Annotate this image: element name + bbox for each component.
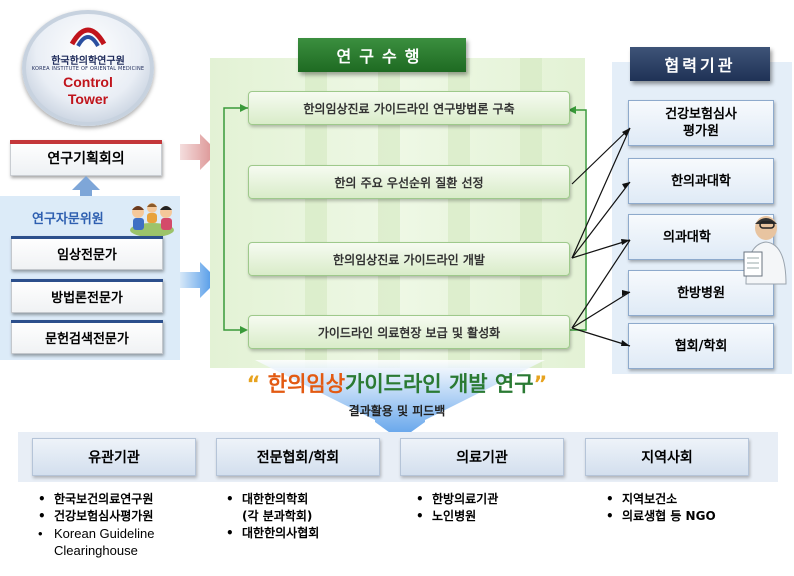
partner-connectors (571, 127, 631, 347)
research-step-1: 한의임상진료 가이드라인 연구방법론 구축 (248, 91, 570, 125)
research-step-4: 가이드라인 의료현장 보급 및 활성화 (248, 315, 570, 349)
list-item: 건강보험심사평가원 (36, 508, 154, 525)
category-medical-institutions: 의료기관 (400, 438, 564, 476)
flow-arrow-icon (180, 262, 218, 298)
title-quote-open: “ (246, 372, 268, 396)
partner-box-association: 협회/학회 (628, 323, 774, 369)
expert-box-methodology: 방법론전문가 (11, 279, 163, 313)
category-community: 지역사회 (585, 438, 749, 476)
list-item: Korean Guideline (36, 525, 154, 542)
list-item: 대한한의사협회 (224, 525, 319, 542)
list-item: 한국보건의료연구원 (36, 491, 154, 508)
research-step-2: 한의 주요 우선순위 질환 선정 (248, 165, 570, 199)
title-quote-close: ” (533, 372, 548, 396)
partner-box-oriental-college: 한의과대학 (628, 158, 774, 204)
list-related-orgs: 한국보건의료연구원 건강보험심사평가원 Korean Guideline Cle… (36, 491, 154, 559)
list-medical-institutions: 한방의료기관 노인병원 (414, 491, 498, 525)
research-step-3: 한의임상진료 가이드라인 개발 (248, 242, 570, 276)
main-title: “ 한의임상가이드라인 개발 연구” (150, 368, 644, 398)
title-part-2: 임상 (306, 372, 346, 396)
control-tower-label-1: Control (63, 74, 113, 90)
list-item: 지역보건소 (604, 491, 716, 508)
title-part-1: 한의 (267, 372, 307, 396)
flow-arrow-icon (180, 134, 218, 170)
partner-box-medical-college: 의과대학 (628, 214, 774, 260)
list-community: 지역보건소 의료생협 등 NGO (604, 491, 716, 525)
expert-box-clinical: 임상전문가 (11, 236, 163, 270)
list-item: Clearinghouse (54, 543, 138, 558)
institute-logo-icon (69, 27, 107, 48)
doctor-icon (743, 216, 787, 285)
list-item: 한방의료기관 (414, 491, 498, 508)
institute-name: 한국한의학연구원 (51, 56, 125, 67)
partner-box-oriental-hospital: 한방병원 (628, 270, 774, 316)
expert-label: 문헌검색전문가 (45, 331, 129, 347)
expert-label: 임상전문가 (57, 247, 117, 263)
control-tower-label-2: Tower (67, 91, 109, 107)
list-item: (각 분과학회) (242, 509, 313, 523)
partner-header: 협력기관 (630, 47, 770, 81)
up-arrow-icon (72, 176, 100, 198)
list-item: 의료생협 등 NGO (604, 508, 716, 525)
meeting-people-icon (130, 203, 174, 237)
category-related-orgs: 유관기관 (32, 438, 196, 476)
planning-meeting-box: 연구기획회의 (10, 140, 162, 176)
funnel-arrow-icon (255, 360, 545, 440)
planning-meeting-label: 연구기획회의 (47, 151, 125, 167)
control-tower-badge: 한국한의학연구원 KOREA INSTITUTE OF ORIENTAL MED… (22, 10, 154, 126)
feedback-label: 결과활용 및 피드백 (348, 404, 446, 418)
expert-label: 방법론전문가 (51, 290, 123, 306)
partner-box-hira: 건강보험심사 평가원 (628, 100, 774, 146)
list-associations: 대한한의학회 (각 분과학회) 대한한의사협회 (224, 491, 319, 542)
category-associations: 전문협회/학회 (216, 438, 380, 476)
advisory-committee-title: 연구자문위원 (32, 212, 104, 227)
list-item: 대한한의학회 (224, 491, 319, 508)
research-cycle-connector (223, 104, 587, 334)
list-item: 노인병원 (414, 508, 498, 525)
title-part-3: 가이드라인 개발 연구 (345, 372, 534, 396)
expert-box-literature: 문헌검색전문가 (11, 320, 163, 354)
institute-name-en: KOREA INSTITUTE OF ORIENTAL MEDICINE (31, 66, 145, 72)
research-header: 연구수행 (298, 38, 466, 72)
